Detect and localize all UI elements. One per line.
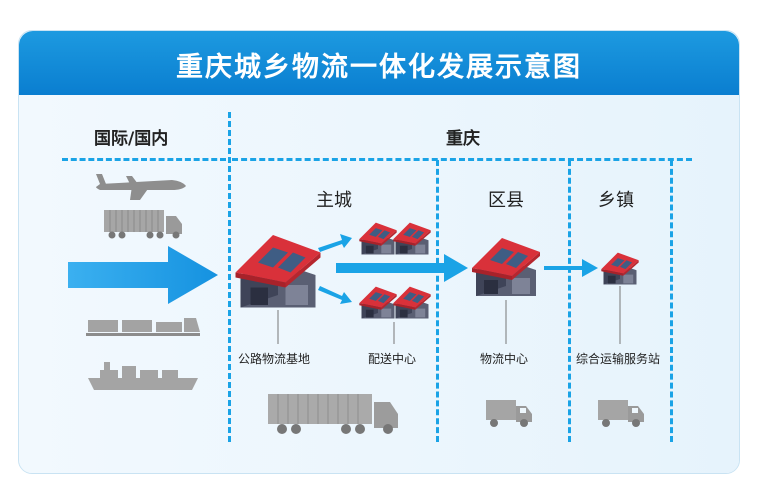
label-distribution-center: 配送中心 xyxy=(368,352,417,366)
box-truck-icon xyxy=(268,394,398,434)
divider-main-city xyxy=(436,160,439,442)
warehouse-medium-icon xyxy=(472,238,540,296)
warehouse-small-icon xyxy=(393,222,431,255)
warehouse-small-icon xyxy=(601,252,639,285)
diagram-title: 重庆城乡物流一体化发展示意图 xyxy=(176,52,582,83)
header-chongqing: 重庆 xyxy=(446,129,480,149)
divider-district xyxy=(568,160,571,442)
title-bar: 重庆城乡物流一体化发展示意图 xyxy=(19,31,739,95)
divider-chongqing-row xyxy=(232,158,692,161)
divider-town xyxy=(670,160,673,442)
header-international: 国际/国内 xyxy=(94,129,169,149)
leader-lines xyxy=(277,286,621,344)
inbound-arrow-icon xyxy=(68,246,218,304)
container-truck-icon xyxy=(104,210,182,239)
van-icon xyxy=(598,400,644,427)
divider-international xyxy=(228,112,231,442)
airplane-icon xyxy=(96,174,186,200)
warehouse-large-icon xyxy=(235,235,321,308)
warehouse-small-icon xyxy=(359,286,397,319)
freight-train-icon xyxy=(86,318,200,336)
arrow-to-town xyxy=(544,259,598,277)
column-main-city: 主城 xyxy=(316,190,352,211)
warehouse-small-icon xyxy=(359,222,397,255)
column-district: 区县 xyxy=(488,190,524,211)
column-town: 乡镇 xyxy=(598,190,634,211)
label-road-logistics-base: 公路物流基地 xyxy=(238,352,311,366)
warehouse-small-icon xyxy=(393,286,431,319)
main-arrow-to-district xyxy=(336,254,468,282)
van-icon xyxy=(486,400,532,427)
label-logistics-center: 物流中心 xyxy=(480,352,529,366)
branch-arrow-upper xyxy=(318,234,352,252)
branch-arrow-lower xyxy=(318,286,352,304)
label-transport-station: 综合运输服务站 xyxy=(576,352,661,366)
cargo-ship-icon xyxy=(88,362,198,390)
divider-international-row xyxy=(62,158,226,161)
